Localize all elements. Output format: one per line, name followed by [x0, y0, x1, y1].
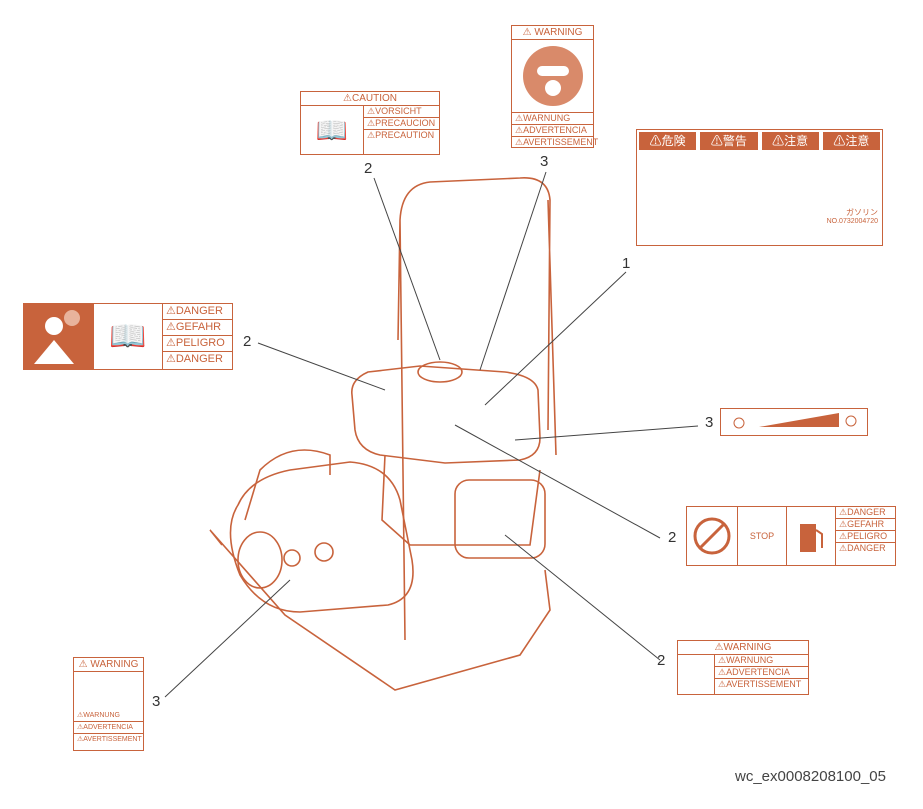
warning-goggles-label: ⚠ WARNING ⚠WARNUNG ⚠ADVERTENCIA ⚠AVERTIS… [511, 25, 599, 148]
danger-row: ⚠DANGER [836, 507, 895, 519]
leader-3a [479, 171, 547, 371]
base-plate [209, 529, 551, 691]
danger-row: ⚠PELIGRO [836, 531, 895, 543]
caution-label: ⚠CAUTION 📖 ⚠VORSICHT ⚠PRECAUCION ⚠PRECAU… [300, 91, 440, 155]
warning-row: ⚠ADVERTENCIA [512, 125, 593, 137]
callout-2-left: 2 [243, 333, 252, 350]
callout-2-right: 2 [668, 529, 677, 546]
caution-title: ⚠CAUTION [301, 92, 439, 106]
guard-port-large [237, 531, 283, 589]
guard-port-right [314, 542, 334, 562]
callout-3-top: 3 [540, 153, 549, 170]
throttle-label [720, 408, 868, 436]
danger-fuel-label: STOP ⚠DANGER ⚠GEFAHR ⚠PELIGRO ⚠DANGER [686, 506, 896, 566]
callout-1: 1 [622, 255, 631, 272]
warning-title: ⚠ WARNING [512, 26, 593, 40]
warning-row: ⚠AVERTISSEMENT [515, 137, 599, 147]
callout-2-bottom: 2 [657, 652, 666, 669]
danger-row: ⚠GEFAHR [163, 320, 232, 336]
danger-exhaust-label: 📖 ⚠DANGER ⚠GEFAHR ⚠PELIGRO ⚠DANGER [23, 303, 233, 370]
leader-1 [484, 271, 627, 406]
belt-guard [229, 461, 414, 613]
engine-body [381, 454, 541, 546]
leader-2c [454, 424, 661, 539]
callout-3-right: 3 [705, 414, 714, 431]
warning-title: ⚠ WARNING [74, 658, 143, 672]
warning-row: ⚠ADVERTENCIA [715, 667, 808, 679]
figure-caption: wc_ex0008208100_05 [735, 768, 886, 785]
japanese-header: ⚠警告 [700, 132, 758, 150]
danger-row: ⚠DANGER [163, 304, 232, 320]
caution-row: ⚠PRECAUCION [364, 118, 439, 130]
callout-3-left: 3 [152, 693, 161, 710]
warning-belt-label: ⚠WARNING ⚠WARNUNG ⚠ADVERTENCIA ⚠AVERTISS… [677, 640, 809, 695]
danger-row: ⚠PELIGRO [163, 336, 232, 352]
warning-row: ⚠WARNUNG [512, 112, 593, 125]
exhaust-gas-icon [24, 304, 94, 369]
leader-3c [164, 579, 291, 698]
japanese-code: NO.0732004720 [826, 218, 878, 225]
hand-crush-icon [74, 672, 143, 710]
callout-2-top: 2 [364, 160, 373, 177]
danger-row: ⚠GEFAHR [836, 519, 895, 531]
leader-3b [514, 425, 699, 441]
danger-row: ⚠DANGER [839, 543, 886, 553]
warning-row: ⚠AVERTISSEMENT [77, 736, 142, 743]
no-fire-icon [687, 507, 738, 565]
warning-row: ⚠WARNUNG [715, 655, 808, 667]
compactor-machine [209, 177, 557, 691]
leader-2d [504, 534, 661, 661]
japanese-gasoline: ガソリン [846, 208, 878, 217]
warning-row: ⚠ADVERTENCIA [74, 722, 143, 734]
leader-2b [257, 342, 386, 391]
manual-book-icon: 📖 [301, 106, 364, 154]
air-cleaner [454, 479, 546, 559]
eye-protection-icon [512, 40, 593, 112]
hand-hazard-icon [678, 655, 715, 695]
manual-book-icon: 📖 [94, 304, 163, 369]
japanese-header: ⚠危険 [639, 132, 697, 150]
japanese-safety-label: ⚠危険 ⚠警告 ⚠注意 ⚠注意 ガソリン NO.0732004720 [636, 129, 883, 246]
leader-2a [373, 177, 441, 361]
fuel-pump-icon [787, 507, 836, 565]
japanese-pictograms [637, 152, 882, 207]
warning-title: ⚠WARNING [678, 641, 808, 655]
lift-handle [244, 449, 331, 521]
guard-port-small [283, 549, 301, 567]
handle-frame [397, 177, 557, 641]
japanese-header: ⚠注意 [822, 132, 880, 150]
danger-row: ⚠DANGER [166, 353, 223, 365]
warning-hand-label: ⚠ WARNING ⚠WARNUNG ⚠ADVERTENCIA ⚠AVERTIS… [73, 657, 144, 751]
japanese-header: ⚠注意 [761, 132, 819, 150]
caution-row: ⚠PRECAUTION [367, 130, 435, 140]
warning-row: ⚠WARNUNG [74, 710, 143, 722]
warning-row: ⚠AVERTISSEMENT [718, 679, 802, 689]
stop-engine-icon: STOP [738, 507, 787, 565]
fuel-tank [351, 365, 541, 464]
fuel-cap [417, 361, 463, 383]
leader-lines [164, 171, 699, 698]
caution-row: ⚠VORSICHT [364, 106, 439, 118]
